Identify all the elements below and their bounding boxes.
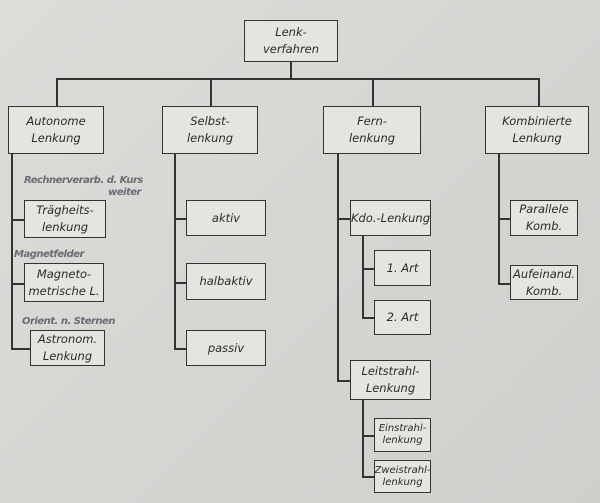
node-traegheitslenkung: Trägheits- lenkung xyxy=(24,200,106,238)
connector xyxy=(56,78,539,80)
node-aufeinand-komb: Aufeinand. Komb. xyxy=(510,265,578,300)
connector xyxy=(362,317,374,319)
node-aktiv: aktiv xyxy=(186,200,266,236)
node-halbaktiv: halbaktiv xyxy=(186,263,266,300)
annotation: weiter xyxy=(108,187,141,198)
node-leitstrahl-lenkung: Leitstrahl- Lenkung xyxy=(350,360,431,400)
annotation: Orient. n. Sternen xyxy=(22,316,115,327)
connector xyxy=(337,154,339,381)
connector xyxy=(362,268,374,270)
connector xyxy=(290,62,292,79)
node-zweistrahl: Zweistrahl- lenkung xyxy=(374,460,431,493)
connector xyxy=(56,78,58,106)
connector xyxy=(362,476,374,478)
connector xyxy=(362,435,374,437)
connector xyxy=(174,154,176,349)
node-astronom-lenkung: Astronom. Lenkung xyxy=(30,330,105,366)
connector xyxy=(362,400,364,477)
connector xyxy=(11,283,24,285)
node-parallele-komb: Parallele Komb. xyxy=(510,200,578,236)
connector xyxy=(210,78,212,106)
node-kombinierte-lenkung: Kombinierte Lenkung xyxy=(485,106,589,154)
node-1-art: 1. Art xyxy=(374,250,431,286)
node-2-art: 2. Art xyxy=(374,300,431,335)
connector xyxy=(11,219,24,221)
connector xyxy=(174,218,186,220)
node-fernlenkung: Fern- lenkung xyxy=(323,106,421,154)
node-passiv: passiv xyxy=(186,330,266,366)
connector xyxy=(11,154,13,349)
connector xyxy=(337,218,350,220)
node-autonome-lenkung: Autonome Lenkung xyxy=(8,106,104,154)
connector xyxy=(362,236,364,318)
connector xyxy=(11,348,30,350)
connector xyxy=(337,380,350,382)
annotation: Rechnerverarb. d. Kurs xyxy=(24,175,143,186)
connector xyxy=(498,218,510,220)
node-kdo-lenkung: Kdo.-Lenkung xyxy=(350,200,431,236)
connector xyxy=(538,78,540,106)
connector xyxy=(174,348,186,350)
node-selbstlenkung: Selbst- lenkung xyxy=(162,106,258,154)
connector xyxy=(372,78,374,106)
node-magnetometrische: Magneto- metrische L. xyxy=(24,263,104,302)
node-root: Lenk- verfahren xyxy=(244,20,338,62)
node-einstrahl: Einstrahl- lenkung xyxy=(374,418,431,452)
connector xyxy=(498,283,510,285)
connector xyxy=(174,282,186,284)
annotation: Magnetfelder xyxy=(14,249,84,260)
